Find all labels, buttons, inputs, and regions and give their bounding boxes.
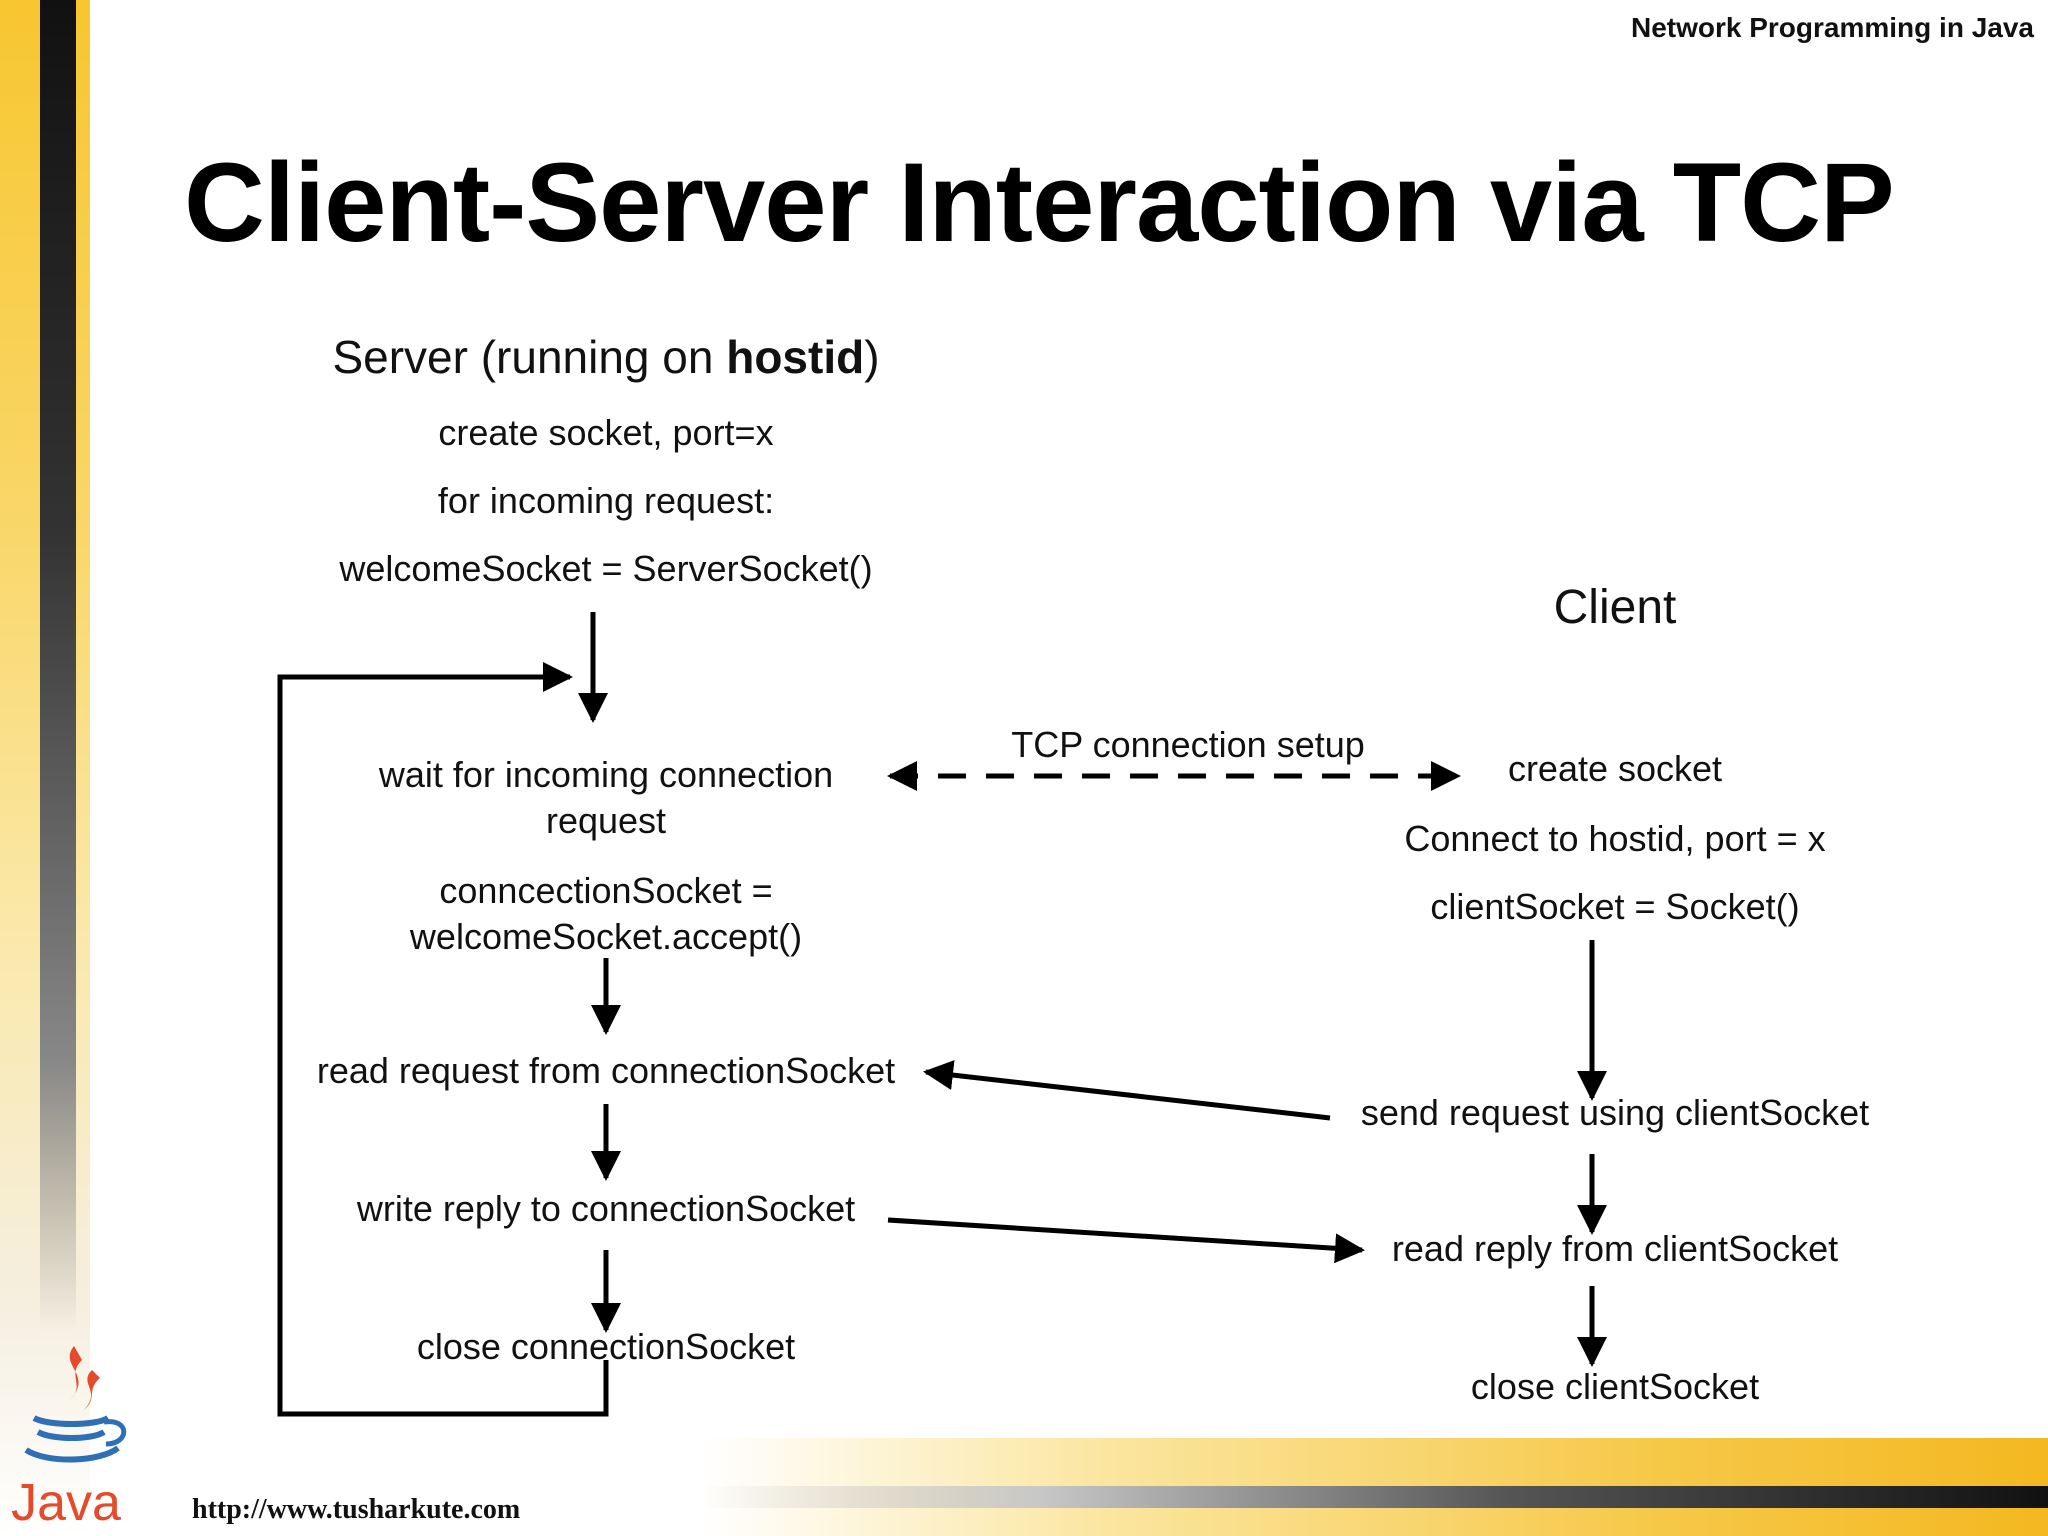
client-socket-line: clientSocket = Socket() (1430, 886, 1800, 927)
server-close: close connectionSocket (416, 1326, 796, 1367)
bottom-decor-line (700, 1486, 2048, 1508)
server-wait-line2: request (545, 800, 667, 841)
tcp-connection-label: TCP connection setup (1011, 724, 1365, 765)
client-send-request: send request using clientSocket (1360, 1092, 1870, 1133)
server-welcome-socket: welcomeSocket = ServerSocket() (339, 548, 873, 589)
client-connect: Connect to hostid, port = x (1404, 818, 1826, 859)
server-heading-prefix: Server (running on (332, 331, 727, 383)
server-heading-suffix: ) (864, 331, 880, 383)
server-write-reply: write reply to connectionSocket (356, 1188, 856, 1229)
client-heading: Client (1553, 581, 1677, 634)
java-logo-text: Java (11, 1474, 121, 1530)
arrow-write-reply (887, 1217, 1365, 1264)
server-conn-line2: welcomeSocket.accept() (409, 916, 803, 957)
java-logo: Java (11, 1346, 127, 1530)
server-heading: Server (running on hostid) (332, 330, 879, 384)
server-heading-hostid: hostid (726, 331, 865, 383)
server-for-incoming: for incoming request: (437, 480, 775, 521)
client-read-reply: read reply from clientSocket (1391, 1228, 1839, 1269)
server-create-socket: create socket, port=x (438, 412, 774, 453)
client-create-socket: create socket (1507, 748, 1723, 789)
arrow-send-request (923, 1060, 1331, 1121)
footer-url: http://www.tusharkute.com (192, 1494, 521, 1525)
left-decor-bar (40, 0, 76, 1330)
arrow-loop-back (277, 662, 609, 1417)
course-header: Network Programming in Java (1630, 12, 2034, 43)
server-read-request: read request from connectionSocket (316, 1050, 896, 1091)
client-close: close clientSocket (1470, 1366, 1760, 1407)
page-title: Client-Server Interaction via TCP (184, 140, 1895, 265)
server-wait-line1: wait for incoming connection (378, 754, 834, 795)
server-conn-line1: conncectionSocket = (439, 870, 773, 911)
